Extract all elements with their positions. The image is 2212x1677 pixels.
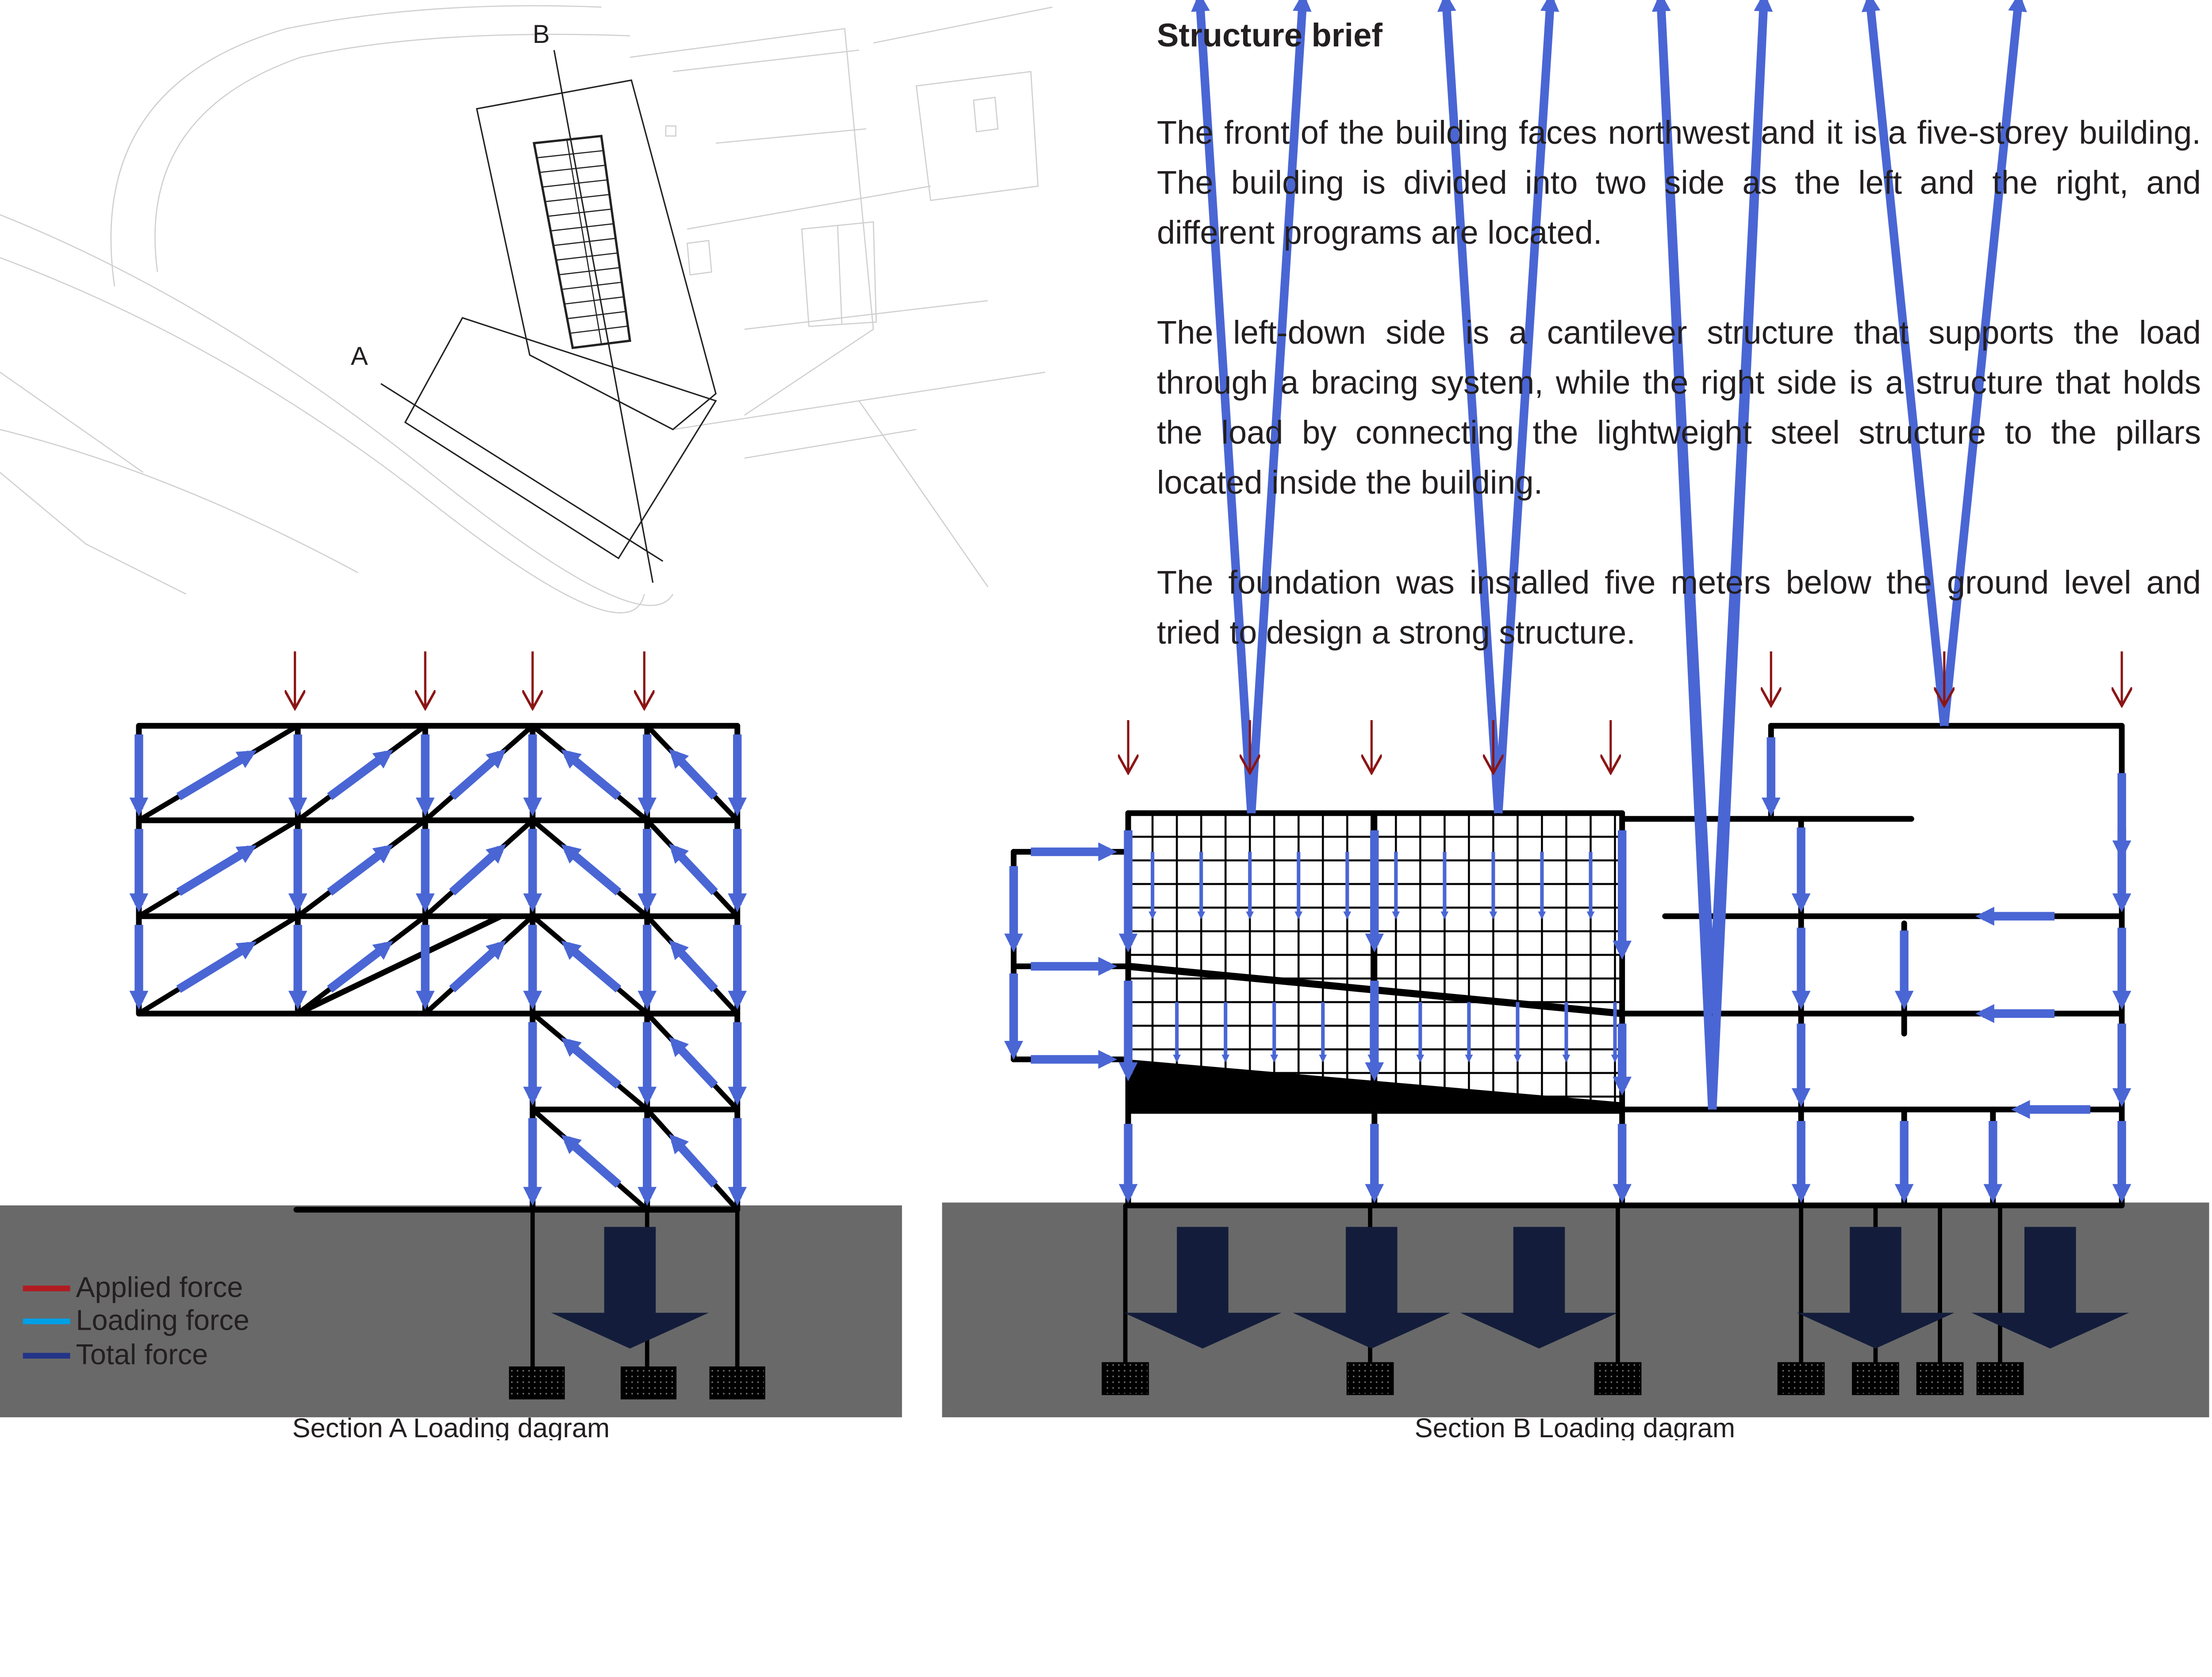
loading-force-arrow	[449, 749, 506, 800]
total-force-arrow	[551, 1227, 709, 1349]
loading-force-arrow	[1437, 0, 1503, 814]
structure-brief: Structure brief The front of the buildin…	[1157, 13, 2201, 707]
section-b-diagram	[1004, 0, 2129, 1395]
legend: Applied force Loading force Total force	[23, 1271, 250, 1370]
section-line-b	[553, 50, 654, 583]
loading-force-arrow	[561, 749, 622, 800]
total-force-arrow	[1124, 1227, 1282, 1349]
loading-force-arrow	[1651, 0, 1717, 1110]
loading-force-arrow	[327, 749, 393, 800]
loading-force-arrow	[176, 941, 257, 993]
legend-label-loading: Loading force	[76, 1304, 250, 1336]
section-label-a: A	[351, 342, 368, 371]
loading-force-arrow	[1708, 0, 1773, 1110]
loading-force-arrow	[561, 1037, 622, 1089]
loading-force-arrow	[176, 750, 257, 801]
total-force-arrow	[1971, 1227, 2129, 1349]
foundation-footing	[1852, 1362, 1899, 1395]
section-a-diagram	[129, 651, 765, 1400]
brief-paragraph-3: The foundation was installed five meters…	[1157, 564, 2201, 651]
brief-title: Structure brief	[1157, 17, 1382, 54]
loading-force-arrow	[176, 845, 257, 896]
foundation-footing	[1777, 1362, 1825, 1395]
structural-member	[295, 913, 504, 1017]
foundation-footing	[620, 1366, 677, 1400]
building-footprint	[380, 50, 717, 583]
loading-force-arrow	[561, 1134, 622, 1188]
loading-force-arrow	[1247, 0, 1312, 814]
diagram-canvas: B A Applied force Loading force Total fo…	[0, 0, 2209, 1440]
section-b-caption: Section B Loading dagram	[1415, 1413, 1735, 1440]
section-line-a	[380, 383, 664, 562]
total-force-arrow	[1797, 1227, 1955, 1349]
foundation-footing	[1346, 1362, 1394, 1395]
loading-force-arrow	[1940, 0, 2027, 726]
loading-force-arrow	[449, 940, 506, 993]
total-force-arrow	[1293, 1227, 1451, 1349]
brief-paragraph-2: The left-down side is a cantilever struc…	[1157, 314, 2201, 501]
loading-force-arrow	[327, 844, 393, 896]
loading-force-arrow	[1861, 0, 1949, 726]
foundation-footing	[1102, 1362, 1149, 1395]
structure-loading-sheet: B A Applied force Loading force Total fo…	[0, 0, 2209, 1440]
loading-force-arrow	[669, 940, 718, 992]
loading-force-arrow	[561, 940, 622, 993]
foundation-footing	[1976, 1362, 2024, 1395]
foundation-footing	[509, 1366, 565, 1400]
loading-force-arrow	[669, 1134, 718, 1188]
total-force-arrow	[1460, 1227, 1618, 1349]
loading-force-arrow	[669, 748, 718, 800]
section-label-b: B	[533, 20, 550, 49]
loading-force-arrow	[669, 843, 718, 895]
site-plan	[0, 5, 1052, 614]
loading-force-arrow	[561, 844, 622, 896]
stair-lines	[537, 140, 628, 344]
loading-force-arrow	[327, 940, 393, 993]
loading-force-arrow	[1494, 0, 1559, 814]
legend-label-total: Total force	[76, 1338, 208, 1370]
foundation-footing	[709, 1366, 765, 1400]
foundation-footing	[1594, 1362, 1642, 1395]
legend-label-applied: Applied force	[76, 1271, 243, 1303]
brief-paragraph-1: The front of the building faces northwes…	[1157, 114, 2201, 251]
loading-force-arrow	[449, 844, 506, 896]
foundation-footing	[1916, 1362, 1964, 1395]
loading-force-arrow	[669, 1036, 718, 1089]
section-a-caption: Section A Loading dagram	[292, 1413, 610, 1440]
loading-force-arrow	[1191, 0, 1256, 814]
